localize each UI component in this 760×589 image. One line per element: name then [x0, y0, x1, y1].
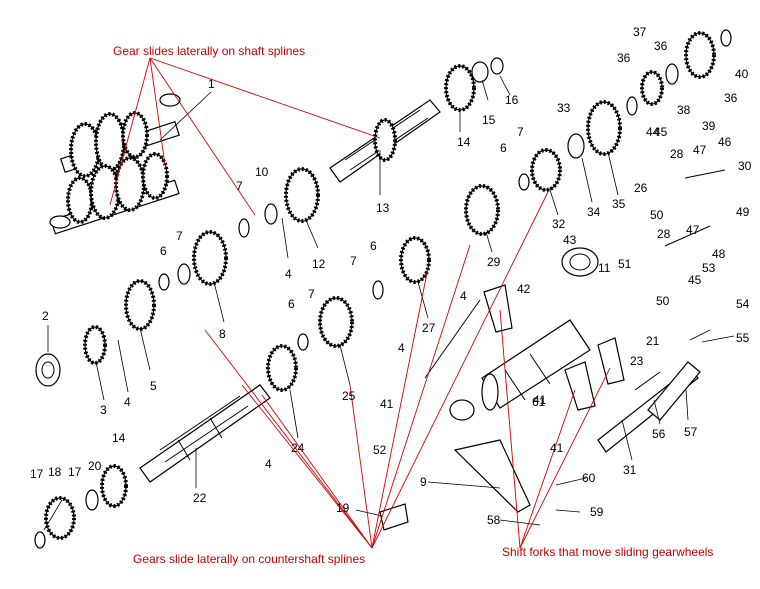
part-number: 36 [724, 91, 738, 105]
part-number: 6 [370, 239, 377, 253]
part-number: 28 [657, 227, 671, 241]
part-number: 33 [557, 101, 571, 115]
part-number: 22 [193, 491, 207, 505]
gearbox-line-art [34, 29, 735, 549]
part-number: 4 [460, 289, 467, 303]
part-number: 49 [736, 205, 750, 219]
gear-wheels [34, 29, 732, 549]
part-number: 45 [688, 273, 702, 287]
part-number: 40 [735, 67, 749, 81]
part-number: 25 [342, 389, 356, 403]
assembled-gear-cluster [49, 93, 181, 235]
part-number: 15 [482, 113, 496, 127]
part-number: 21 [646, 334, 660, 348]
part-number: 1 [208, 77, 215, 91]
part-number: 55 [736, 331, 750, 345]
part-number: 2 [42, 309, 49, 323]
selector-drum-and-forks [424, 247, 625, 421]
captions: Gear slides laterally on shaft splines G… [113, 44, 713, 566]
part-number: 7 [176, 229, 183, 243]
part-number: 47 [693, 143, 707, 157]
part-number: 3 [100, 403, 107, 417]
part-number: 47 [686, 223, 700, 237]
part-number: 14 [112, 431, 126, 445]
part-number: 16 [505, 93, 519, 107]
caption-leader-lines [109, 57, 611, 549]
part-number: 50 [656, 294, 670, 308]
part-number: 43 [563, 233, 577, 247]
part-number: 44 [646, 125, 660, 139]
part-number: 4 [398, 341, 405, 355]
part-number: 20 [88, 459, 102, 473]
part-number: 17 [30, 467, 44, 481]
part-number: 30 [738, 159, 752, 173]
part-number: 7 [236, 179, 243, 193]
part-number: 9 [420, 475, 427, 489]
part-number: 14 [457, 135, 471, 149]
part-number: 57 [684, 425, 698, 439]
part-number: 38 [677, 103, 691, 117]
part-number: 13 [376, 201, 390, 215]
caption-bottom-left: Gears slide laterally on countershaft sp… [133, 552, 365, 566]
part-number: 28 [670, 147, 684, 161]
part-number: 26 [634, 181, 648, 195]
part-number: 6 [288, 297, 295, 311]
part-number: 50 [650, 208, 664, 222]
part-number: 48 [712, 247, 726, 261]
part-number: 41 [533, 393, 547, 407]
part-number: 61 [532, 395, 546, 409]
part-number: 29 [487, 255, 501, 269]
part-number: 11 [598, 261, 611, 275]
part-number: 39 [702, 119, 716, 133]
part-number: 51 [618, 257, 632, 271]
part-number: 36 [654, 39, 668, 53]
part-number-labels: 1 2 3 4 4 4 4 4 5 6 6 6 6 7 7 7 7 7 8 9 … [30, 25, 752, 527]
part-number: 35 [612, 197, 626, 211]
part-number: 7 [350, 254, 357, 268]
part-number: 41 [380, 397, 394, 411]
part-number: 59 [590, 505, 604, 519]
part-number: 31 [623, 463, 637, 477]
part-number: 4 [265, 457, 272, 471]
part-number: 54 [736, 297, 750, 311]
part-number: 56 [652, 427, 666, 441]
part-number: 17 [68, 465, 82, 479]
part-number: 32 [552, 217, 566, 231]
part-number: 42 [517, 282, 531, 296]
part-number: 5 [150, 379, 157, 393]
part-number: 23 [630, 354, 644, 368]
part-number: 36 [617, 51, 631, 65]
part-number: 45 [654, 125, 668, 139]
part-number: 34 [587, 205, 601, 219]
part-number: 24 [291, 441, 305, 455]
main-shaft [329, 99, 441, 183]
part-number: 6 [500, 141, 507, 155]
part-number: 7 [517, 125, 524, 139]
part-number: 4 [124, 395, 131, 409]
part-number: 10 [255, 165, 269, 179]
part-number: 46 [718, 135, 732, 149]
part-number: 12 [312, 257, 326, 271]
part-number: 27 [422, 321, 436, 335]
part-number: 41 [550, 441, 564, 455]
part-number: 8 [219, 327, 226, 341]
part-number: 18 [48, 465, 62, 479]
part-number: 4 [285, 267, 292, 281]
part-number: 19 [336, 501, 350, 515]
countershaft [139, 384, 271, 483]
part-leader-lines [43, 75, 735, 531]
part-number: 53 [702, 261, 716, 275]
part-number: 58 [487, 513, 501, 527]
shift-lever-assembly [379, 169, 726, 531]
part-number: 60 [582, 471, 596, 485]
part-number: 37 [633, 25, 647, 39]
part-number: 6 [160, 244, 167, 258]
caption-top: Gear slides laterally on shaft splines [113, 44, 305, 58]
part-number: 7 [308, 287, 315, 301]
caption-bottom-right: Shift forks that move sliding gearwheels [502, 545, 713, 559]
part-number: 52 [373, 443, 387, 457]
